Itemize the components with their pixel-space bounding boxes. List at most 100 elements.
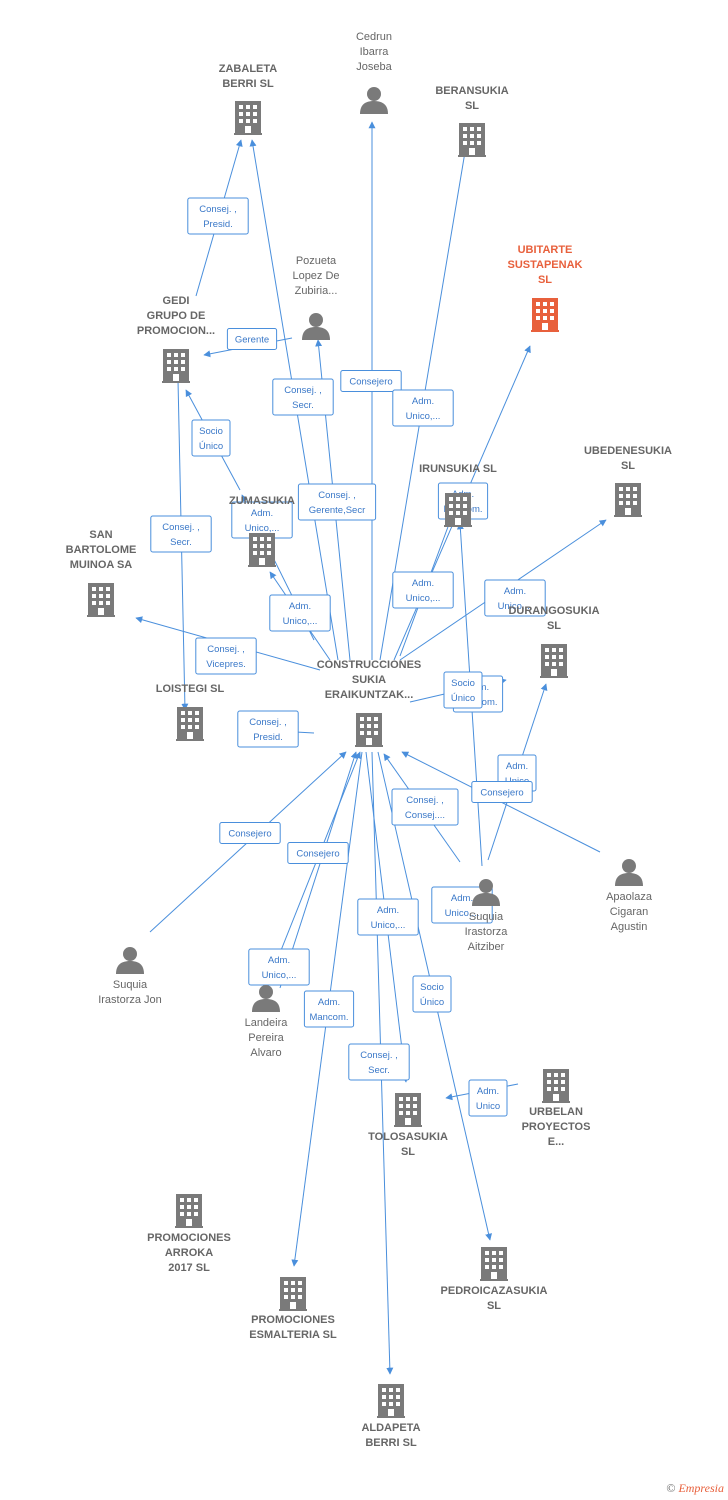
edge-label-e9[interactable]: Adm.Unico,...	[484, 579, 546, 617]
edge-label-box	[443, 671, 483, 709]
node-label: BARTOLOME	[66, 544, 137, 556]
building-icon	[162, 349, 190, 383]
node-label: Irastorza Jon	[98, 994, 162, 1006]
edge-label-e10[interactable]: Consej. ,Secr.	[150, 515, 212, 553]
node-label: Lopez De	[292, 270, 339, 282]
copyright-symbol: ©	[666, 1481, 676, 1495]
node-label: Joseba	[356, 61, 392, 73]
edge-label-box	[187, 197, 249, 235]
building-icon	[614, 483, 642, 517]
edge-label-box	[195, 637, 257, 675]
node-label: Ibarra	[360, 46, 390, 58]
edge-label-e19[interactable]: Consejero	[471, 781, 533, 803]
edge-label-e22[interactable]: Consejero	[287, 842, 349, 864]
node-loistegi[interactable]: LOISTEGI SL	[156, 683, 225, 741]
edge-label-text: Adm.	[412, 578, 434, 589]
edge-label-text: Unico,...	[406, 593, 441, 604]
node-label: ALDAPETA	[361, 1422, 420, 1434]
edge-label-box	[237, 710, 299, 748]
edge-label-e3[interactable]: Consej. ,Secr.	[272, 378, 334, 416]
building-icon	[540, 644, 568, 678]
node-label: LOISTEGI SL	[156, 683, 225, 695]
edge-label-e26[interactable]: Adm.Mancom.	[303, 990, 355, 1028]
node-urbelan[interactable]: URBELANPROYECTOSE...	[522, 1069, 591, 1148]
node-label: Pereira	[248, 1032, 284, 1044]
edge-label-e24[interactable]: Adm.Unico,...	[248, 948, 310, 986]
edge-label-text: Secr.	[368, 1065, 390, 1076]
edge-label-e28[interactable]: Consej. , Secr.	[348, 1043, 410, 1081]
edge-label-text: Adm.	[451, 893, 473, 904]
edge-label-text: Consej. ,	[360, 1050, 398, 1061]
edge-label-e5[interactable]: Adm.Unico,...	[392, 389, 454, 427]
edge-label-text: Adm.	[477, 1086, 499, 1097]
person-icon	[302, 313, 330, 340]
building-icon	[234, 101, 262, 135]
edge-label-text: Gerente	[235, 335, 269, 346]
edge-label-e20[interactable]: Consej. ,Consej....	[391, 788, 459, 826]
node-irunsukia[interactable]: IRUNSUKIA SL	[419, 463, 497, 527]
node-label: GRUPO DE	[147, 310, 206, 322]
node-label: PROMOCIONES	[251, 1314, 335, 1326]
edge-label-e14[interactable]: Consej. ,Vicepres.	[195, 637, 257, 675]
person-icon	[360, 87, 388, 114]
edge-label-e21[interactable]: Consejero	[219, 822, 281, 844]
edge-label-box	[357, 898, 419, 936]
node-label: SL	[487, 1300, 501, 1312]
node-label: Landeira	[245, 1017, 289, 1029]
edge-label-e7[interactable]: Consej. ,Gerente,Secr	[297, 483, 377, 521]
node-zumasukia[interactable]: ZUMASUKIA	[229, 495, 295, 567]
person-icon	[615, 859, 643, 886]
node-label: ZABALETA	[219, 63, 278, 75]
node-label: SL	[465, 100, 479, 112]
edge-label-text: Adm.	[504, 586, 526, 597]
edge-label-e2[interactable]: Gerente	[226, 328, 278, 350]
edge-label-e25[interactable]: Adm.Unico,...	[357, 898, 419, 936]
edge-label-text: Gerente,Secr	[309, 505, 366, 516]
edge-label-box	[272, 378, 334, 416]
edge-label-e11[interactable]: Adm.Unico,...	[231, 501, 293, 539]
node-label: SAN	[89, 529, 112, 541]
node-label: 2017 SL	[168, 1262, 210, 1274]
edge-label-box	[471, 781, 533, 803]
node-label: Zubiria...	[295, 285, 338, 297]
footer-brand[interactable]: © Empresia	[666, 1481, 724, 1496]
edge-label-e17[interactable]: Consej. ,Presid.	[237, 710, 299, 748]
edge-label-e13[interactable]: Adm. Unico,...	[392, 571, 454, 609]
edge-label-e4[interactable]: Consejero	[340, 370, 402, 392]
building-icon	[176, 707, 204, 741]
edge-label-e29[interactable]: Adm.Unico	[468, 1079, 508, 1117]
node-label: SUKIA	[352, 674, 386, 686]
edge-label-box	[219, 822, 281, 844]
edge-label-text: Consejero	[480, 788, 523, 799]
edge-label-box	[150, 515, 212, 553]
node-construcciones[interactable]: CONSTRUCCIONESSUKIAERAIKUNTZAK...	[317, 659, 422, 747]
node-label: IRUNSUKIA SL	[419, 463, 497, 475]
edge-label-box	[226, 328, 278, 350]
edge-label-e12[interactable]: Adm.Unico,...	[269, 594, 331, 632]
edge-label-text: Único	[199, 441, 223, 452]
node-label: UBEDENESUKIA	[584, 445, 672, 457]
edge-label-box	[392, 571, 454, 609]
edge-label-e1[interactable]: Consej. ,Presid.	[187, 197, 249, 235]
